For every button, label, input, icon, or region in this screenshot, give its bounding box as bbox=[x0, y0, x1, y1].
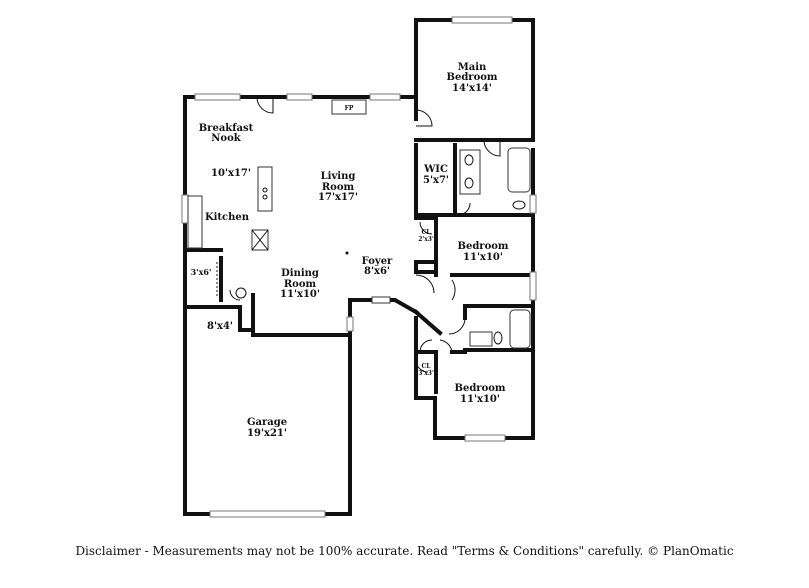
bedroom2-label: Bedroom bbox=[455, 383, 506, 394]
dining-room-dims: 11'x10' bbox=[280, 289, 320, 300]
bedroom2-dims: 11'x10' bbox=[460, 394, 500, 405]
living-room-dims: 17'x17' bbox=[318, 192, 358, 203]
dining-room-label-line2: Room bbox=[284, 279, 317, 290]
windows bbox=[181, 16, 537, 518]
floor-plan-drawing: Main Bedroom 14'x14' Breakfast Nook 10'x… bbox=[181, 16, 537, 518]
doors bbox=[229, 96, 501, 373]
master-tub bbox=[507, 147, 531, 193]
main-bedroom-dims: 14'x14' bbox=[452, 83, 492, 94]
front-door bbox=[371, 296, 391, 304]
closet2-label: CL bbox=[422, 363, 432, 370]
pantry-dims: 3'x6' bbox=[191, 267, 212, 277]
garage-dims: 19'x21' bbox=[247, 428, 287, 439]
kitchen-counter bbox=[187, 195, 203, 249]
main-bedroom-label: Main bbox=[458, 62, 487, 73]
garage-label: Garage bbox=[247, 417, 287, 428]
closet1-dims: 2'x3' bbox=[418, 236, 434, 243]
fixtures bbox=[187, 99, 531, 349]
bedroom1-label: Bedroom bbox=[458, 241, 509, 252]
laundry-dims: 8'x4' bbox=[207, 321, 233, 332]
closet2-dims: 3'x3' bbox=[418, 370, 434, 377]
kitchen-label: Kitchen bbox=[205, 212, 250, 223]
disclaimer-text: Disclaimer - Measurements may not be 100… bbox=[75, 544, 734, 558]
room-labels: Main Bedroom 14'x14' Breakfast Nook 10'x… bbox=[191, 62, 509, 439]
bedroom1-dims: 11'x10' bbox=[463, 252, 503, 263]
hall-tub bbox=[509, 309, 531, 349]
exterior-walls bbox=[183, 18, 535, 516]
foyer-label: Foyer bbox=[362, 256, 393, 267]
fireplace-box bbox=[331, 99, 367, 115]
living-room-label-line2: Room bbox=[322, 182, 355, 193]
fireplace-label: FP bbox=[345, 105, 354, 112]
breakfast-nook-label: Breakfast bbox=[199, 123, 254, 134]
breakfast-nook-label-line2: Nook bbox=[211, 133, 241, 144]
dining-room-label: Dining bbox=[281, 268, 319, 279]
living-room-label: Living bbox=[321, 171, 356, 182]
main-bedroom-label-line2: Bedroom bbox=[447, 72, 498, 83]
hall-vanity bbox=[469, 331, 493, 347]
foyer-dims: 8'x6' bbox=[364, 266, 390, 277]
water-heater bbox=[235, 287, 247, 299]
wic-dims: 5'x7' bbox=[423, 175, 449, 186]
kitchen-island bbox=[257, 166, 273, 212]
wic-label: WIC bbox=[423, 164, 448, 175]
breakfast-nook-dims: 10'x17' bbox=[211, 168, 251, 179]
closet1-label: CL bbox=[422, 229, 432, 236]
